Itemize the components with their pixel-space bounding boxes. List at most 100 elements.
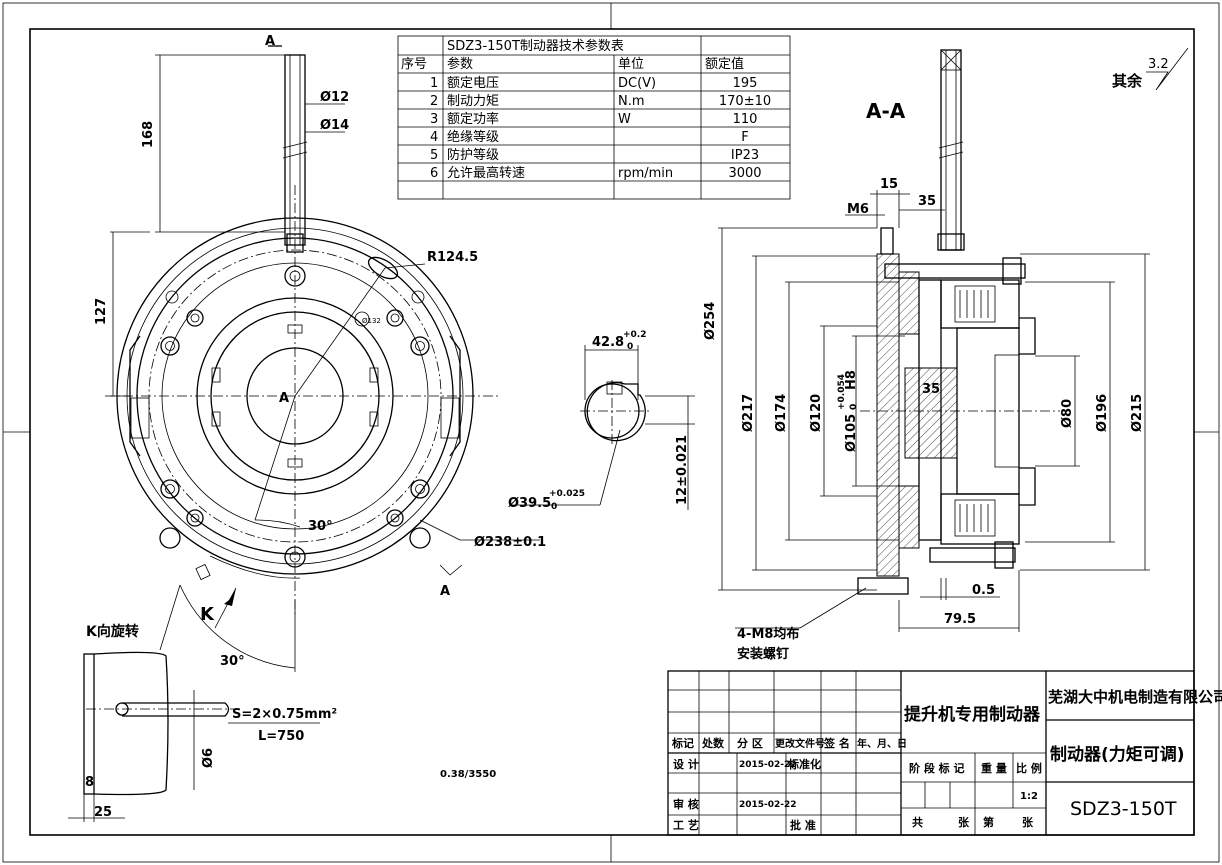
rev-header-sign: 签 名 [823, 736, 850, 750]
dim-bore: Ø39.5 [508, 496, 551, 511]
rev-header-zone: 分 区 [737, 736, 763, 750]
spec-row-param: 绝缘等级 [447, 129, 499, 145]
spec-row-param: 制动力矩 [447, 94, 499, 109]
dim-d120: Ø120 [809, 394, 824, 432]
bolt-spec: 4-M8均布 [737, 626, 799, 642]
roughness-value: 3.2 [1148, 57, 1169, 72]
dim-d196: Ø196 [1095, 394, 1110, 432]
center-label: A [279, 391, 289, 406]
section-view: A-A [703, 49, 1150, 662]
k-view: K向旋转 30° S=2×0.75mm² L=750 Ø6 8 25 [68, 623, 337, 822]
spec-header-unit: 单位 [618, 57, 644, 72]
title-block: 提升机专用制动器 芜湖大中机电制造有限公司 制动器(力矩可调) SDZ3-150… [667, 670, 1222, 836]
spec-row-no: 4 [430, 130, 438, 145]
tb-page: 第 [983, 815, 994, 829]
dim-d132: Ø132 [362, 317, 381, 325]
dim-keyway-tol-low: 0 [627, 342, 633, 352]
tb-total: 共 [912, 815, 923, 829]
dim-d12: Ø12 [320, 90, 349, 105]
rev-header-mark: 标记 [671, 736, 694, 750]
tb-process: 工 艺 [673, 818, 699, 832]
tb-ratio: 比 例 [1016, 761, 1042, 775]
tb-weight: 重 量 [981, 761, 1007, 775]
dim-d14: Ø14 [320, 118, 349, 133]
tb-design-date: 2015-02-22 [739, 760, 797, 770]
spec-table: SDZ3-150T制动器技术参数表 序号 参数 单位 额定值 1 额定电压 DC… [397, 35, 791, 200]
spec-row-no: 2 [430, 94, 438, 109]
section-mark-bottom: A [440, 584, 450, 599]
spec-row-no: 1 [430, 76, 438, 91]
surface-roughness-symbol: 其余 3.2 [1112, 47, 1189, 91]
spec-header-param: 参数 [447, 56, 473, 72]
title-company: 芜湖大中机电制造有限公司 [1048, 688, 1222, 706]
k-view-title: K向旋转 [86, 623, 139, 640]
spec-row-value: 170±10 [719, 94, 771, 109]
front-view: A A Ø12 Ø14 168 127 R124.5 Ø132 30° Ø238… [94, 34, 546, 672]
section-title: A-A [866, 99, 906, 123]
k-view-d8: 8 [85, 775, 94, 790]
rev-header-doc: 更改文件号 [775, 737, 825, 750]
tb-standard: 标准化 [787, 757, 821, 771]
dim-hub-35: 35 [922, 382, 940, 397]
spec-row-value: F [741, 130, 748, 145]
spec-header-no: 序号 [401, 57, 427, 72]
tb-sheets2: 张 [1022, 815, 1034, 829]
dim-d105-tol-low: 0 [849, 404, 859, 410]
dim-r124: R124.5 [427, 250, 478, 265]
spec-row-value: 195 [733, 76, 758, 91]
tb-sheets: 张 [958, 815, 970, 829]
dim-d105-fit: H8 [844, 370, 859, 390]
dim-d105-tol-up: +0.054 [837, 374, 847, 410]
dim-d215: Ø215 [1130, 394, 1145, 432]
spec-header-value: 额定值 [705, 56, 744, 72]
tb-scale: 1:2 [1020, 791, 1038, 802]
rev-header-date: 年、月、日 [857, 737, 907, 750]
dim-angle-30: 30° [308, 519, 333, 534]
spec-row-unit: W [618, 112, 631, 127]
dim-d80: Ø80 [1060, 399, 1075, 428]
title-model: SDZ3-150T [1070, 798, 1177, 820]
title-name: 制动器(力矩可调) [1050, 744, 1185, 765]
k-view-angle: 30° [220, 654, 245, 669]
dim-d238: Ø238±0.1 [474, 535, 546, 550]
dim-key-12: 12±0.021 [675, 435, 690, 505]
tb-review-date: 2015-02-22 [739, 800, 797, 810]
tb-approve: 批 准 [790, 818, 816, 832]
spec-row-value: 110 [733, 112, 758, 127]
dim-127: 127 [94, 298, 109, 325]
dim-d174: Ø174 [774, 394, 789, 432]
title-product: 提升机专用制动器 [904, 704, 1041, 725]
dim-gap: 0.5 [972, 583, 995, 598]
spec-row-value: 3000 [728, 166, 761, 181]
tb-review: 审 核 [673, 797, 699, 811]
spec-row-param: 额定电压 [447, 76, 499, 91]
dim-35-top: 35 [918, 194, 936, 209]
k-view-d6: Ø6 [201, 748, 216, 768]
dim-keyway-tol-up: +0.2 [623, 330, 646, 340]
spec-row-param: 防护等级 [447, 147, 499, 163]
keyway-detail: 42.8 +0.2 0 12±0.021 Ø39.5 +0.025 0 [508, 330, 695, 512]
dim-15: 15 [880, 177, 898, 192]
spec-table-title: SDZ3-150T制动器技术参数表 [447, 38, 624, 54]
k-view-length: L=750 [258, 729, 304, 744]
dim-168: 168 [141, 121, 156, 148]
rev-header-count: 处数 [701, 736, 725, 750]
dim-keyway-width: 42.8 [592, 335, 624, 350]
k-view-d25: 25 [94, 805, 112, 820]
dim-width-79: 79.5 [944, 612, 976, 627]
bolt-note: 安装螺钉 [737, 646, 789, 662]
k-view-wire: S=2×0.75mm² [232, 707, 337, 722]
spec-row-no: 5 [430, 148, 438, 163]
spec-row-unit: DC(V) [618, 76, 656, 91]
dim-d105: Ø105 [844, 414, 859, 452]
spec-row-param: 额定功率 [447, 111, 499, 127]
surface-label: 其余 [1112, 72, 1143, 90]
tb-stage: 阶 段 标 记 [909, 761, 965, 775]
spec-row-unit: rpm/min [618, 166, 673, 181]
tb-design: 设 计 [673, 757, 699, 771]
spec-row-param: 允许最高转速 [447, 165, 525, 181]
dim-d217: Ø217 [741, 394, 756, 432]
spec-row-no: 6 [430, 166, 438, 181]
misc-note: 0.38/3550 [440, 769, 496, 780]
